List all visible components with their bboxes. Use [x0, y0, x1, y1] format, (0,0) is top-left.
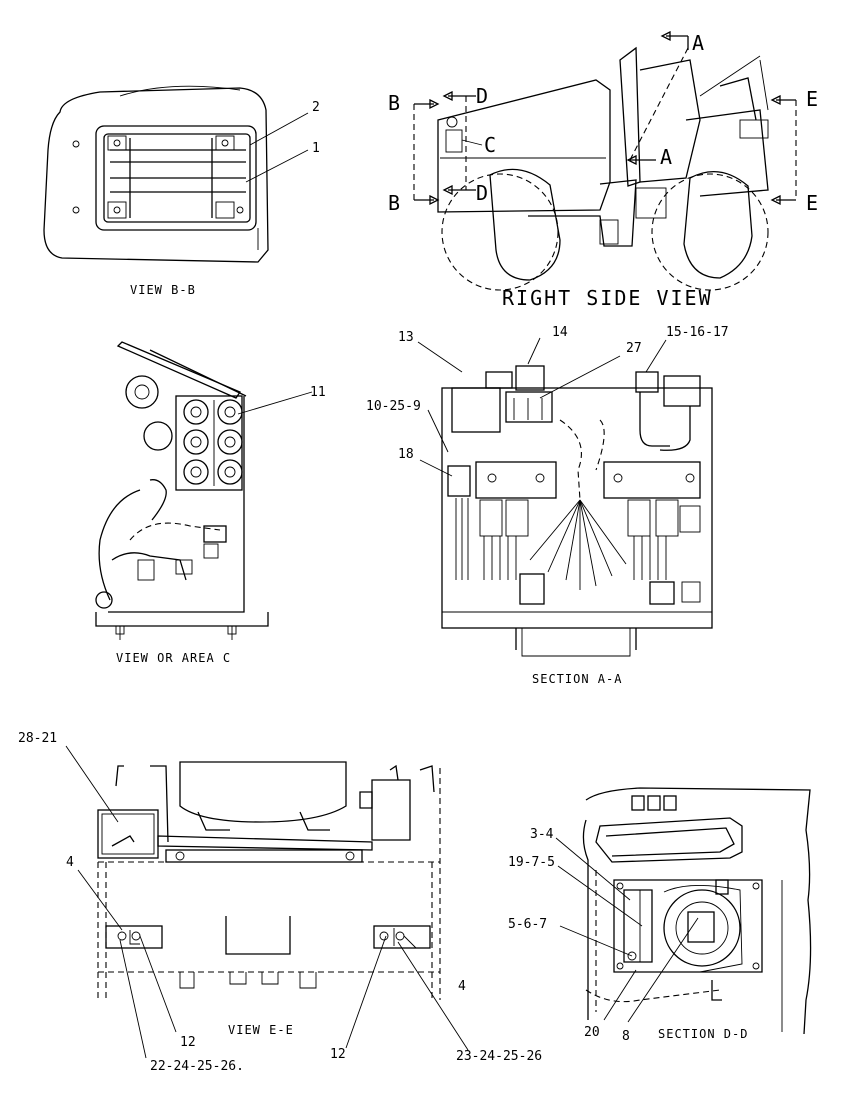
callout-8: 8 — [622, 1029, 630, 1044]
callout-27: 27 — [626, 341, 642, 356]
callout-1: 1 — [312, 141, 320, 156]
section-letter-d-bottom: D — [476, 181, 488, 205]
callout-13: 13 — [398, 330, 414, 345]
callout-23-24-25-26: 23-24-25-26 — [456, 1049, 542, 1064]
callout-2: 2 — [312, 100, 320, 115]
section-letter-a-mid: A — [660, 145, 672, 169]
callout-4-left: 4 — [66, 855, 74, 870]
callout-12-right: 12 — [330, 1047, 346, 1062]
callout-11: 11 — [310, 385, 326, 400]
callout-5-6-7: 5-6-7 — [508, 917, 547, 932]
section-aa-caption: SECTION A-A — [532, 672, 622, 686]
callout-20: 20 — [584, 1025, 600, 1040]
callout-19-7-5: 19-7-5 — [508, 855, 555, 870]
view-area-c: 11 VIEW OR AREA C — [95, 341, 326, 665]
section-letter-e-top: E — [806, 87, 818, 111]
section-letter-b-top: B — [388, 91, 400, 115]
callout-14: 14 — [552, 325, 568, 340]
section-letter-e-bottom: E — [806, 191, 818, 215]
view-bb: 2 1 VIEW B-B — [43, 85, 320, 297]
callout-18: 18 — [398, 447, 414, 462]
right-side-view: B B D D C A A E E RIGHT SIDE VIEW — [388, 30, 818, 310]
callout-15-16-17: 15-16-17 — [666, 325, 729, 340]
view-area-c-caption: VIEW OR AREA C — [116, 651, 231, 665]
view-bb-caption: VIEW B-B — [130, 283, 196, 297]
section-letter-c: C — [484, 133, 496, 157]
callout-22-24-25-26: 22-24-25-26. — [150, 1059, 244, 1074]
section-dd-caption: SECTION D-D — [658, 1027, 748, 1041]
section-letter-d-top: D — [476, 84, 488, 108]
right-side-view-caption: RIGHT SIDE VIEW — [502, 286, 713, 310]
section-letter-b-bottom: B — [388, 191, 400, 215]
callout-12-left: 12 — [180, 1035, 196, 1050]
section-aa: 13 14 27 15-16-17 10-25-9 18 SECTION A-A — [366, 325, 729, 686]
callout-28-21: 28-21 — [18, 731, 57, 746]
callout-10-25-9: 10-25-9 — [366, 399, 421, 414]
section-letter-a-top: A — [692, 31, 704, 55]
view-ee: 28-21 4 4 12 12 22-24-25-26. 23-24-25-26… — [18, 731, 542, 1074]
section-dd: 3-4 19-7-5 5-6-7 20 8 SECTION D-D — [508, 787, 812, 1044]
callout-3-4: 3-4 — [530, 827, 554, 842]
view-ee-caption: VIEW E-E — [228, 1023, 294, 1037]
callout-4-right: 4 — [458, 979, 466, 994]
